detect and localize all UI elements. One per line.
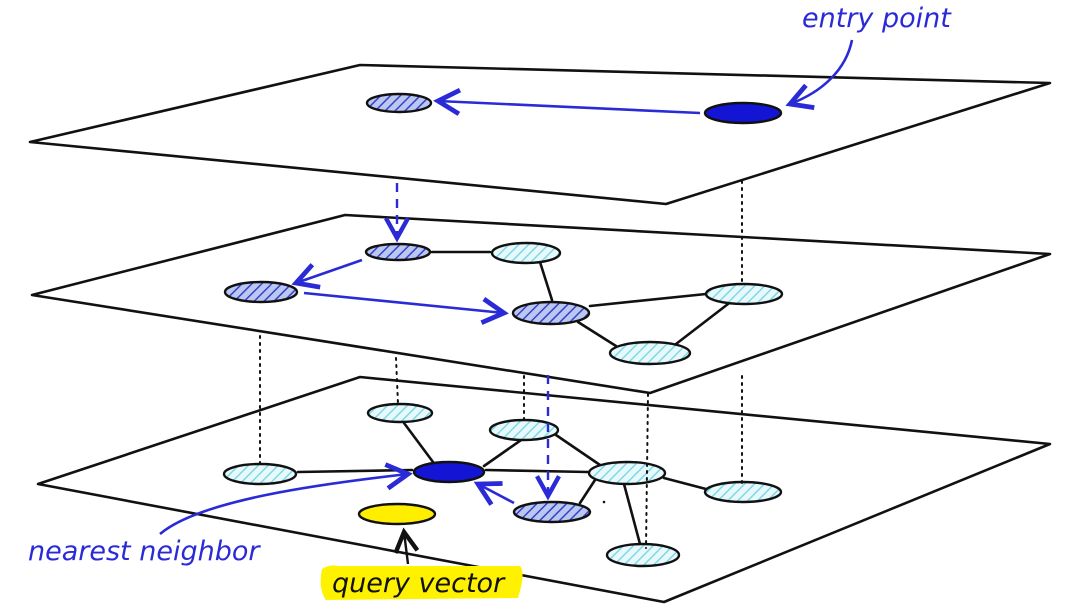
bottom-layer (36, 375, 1052, 604)
path-arrow-middle-2 (303, 291, 504, 313)
path-arrow-bottom (478, 484, 515, 503)
middle-layer-edges (430, 250, 730, 348)
entry-point-node (703, 101, 783, 125)
query-vector-label: query vector (332, 568, 506, 599)
query-vector-highlight (320, 565, 523, 600)
middle-node-3 (511, 300, 591, 326)
nearest-neighbor-callout: nearest neighbor (28, 474, 408, 567)
bottom-node-4 (587, 460, 667, 486)
bottom-node-5 (703, 480, 783, 504)
top-layer-plane (28, 63, 1052, 206)
bottom-node-6 (605, 542, 681, 568)
query-vector-callout: query vector (320, 532, 523, 600)
nearest-neighbor-label: nearest neighbor (28, 536, 261, 567)
middle-node-2 (223, 280, 299, 304)
middle-node-5 (608, 340, 692, 366)
middle-node-1 (490, 241, 562, 265)
path-arrow-top (438, 101, 701, 113)
bottom-layer-plane (36, 375, 1052, 604)
top-layer (28, 63, 1052, 206)
nearest-neighbor-pointer (159, 474, 408, 535)
middle-node-entry (364, 242, 432, 262)
query-vector-node (357, 502, 437, 526)
entry-point-label: entry point (802, 3, 952, 34)
bottom-node-3 (222, 462, 298, 486)
bottom-node-visited (512, 500, 592, 524)
bottom-node-1 (366, 402, 434, 424)
entry-point-callout: entry point (790, 3, 952, 104)
nearest-neighbor-node (412, 460, 486, 484)
top-node-1 (365, 92, 433, 114)
layer-connectors-lower (259, 335, 743, 549)
middle-node-4 (704, 282, 784, 306)
search-path (296, 101, 701, 503)
query-vector-pointer (404, 532, 408, 565)
entry-point-pointer (790, 39, 854, 104)
path-arrow-middle-1 (296, 258, 363, 283)
middle-layer (30, 213, 1052, 395)
